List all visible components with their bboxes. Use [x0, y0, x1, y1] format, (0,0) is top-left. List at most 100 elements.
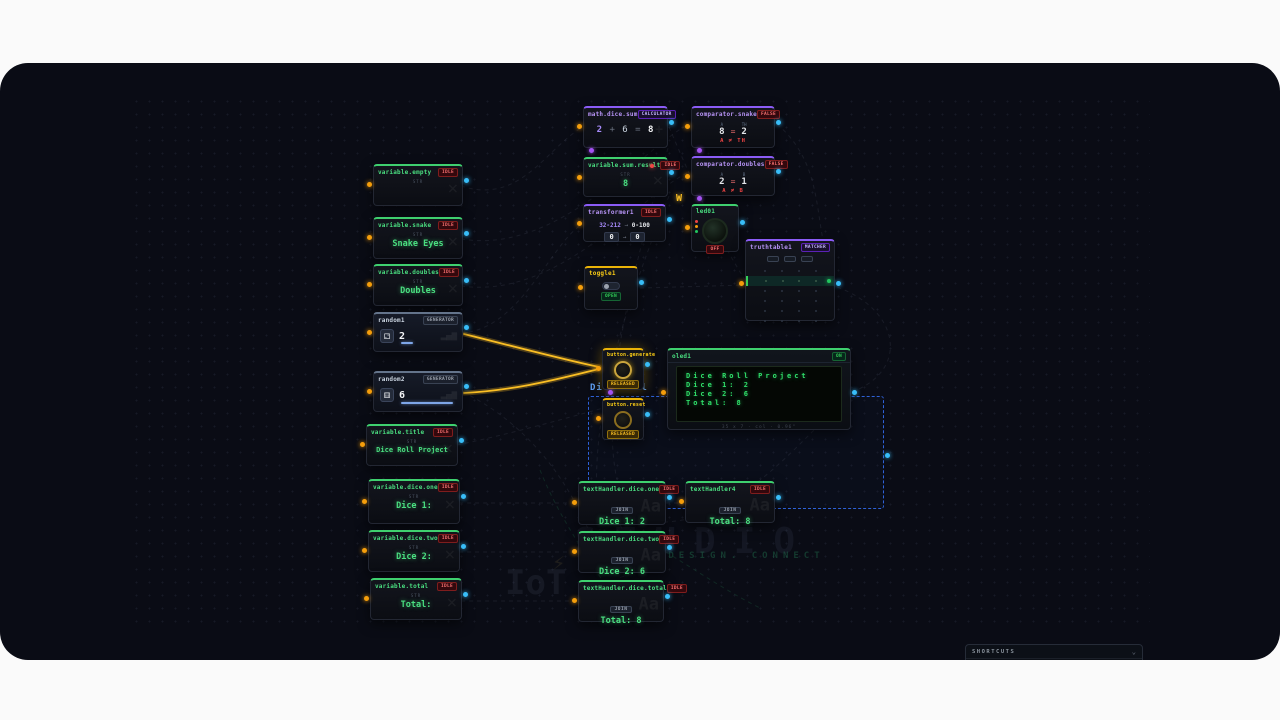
output-port[interactable]	[645, 411, 650, 417]
input-port[interactable]	[367, 329, 372, 335]
input-port[interactable]	[685, 124, 690, 130]
output-port[interactable]	[464, 177, 469, 183]
input-port[interactable]	[577, 124, 582, 130]
chevron-down-icon[interactable]: ⌄	[1131, 648, 1136, 656]
input-port[interactable]	[577, 220, 582, 226]
input-port[interactable]	[685, 224, 690, 230]
output-port[interactable]	[667, 216, 672, 222]
input-port[interactable]	[572, 500, 577, 506]
node-led01[interactable]: led01 OFF	[685, 204, 745, 254]
output-port[interactable]	[459, 437, 464, 443]
input-port[interactable]	[596, 416, 601, 422]
toggle-switch[interactable]	[602, 282, 620, 290]
input-port[interactable]	[367, 282, 372, 288]
output-port[interactable]	[776, 494, 781, 500]
variable-value: Dice 2:	[396, 552, 432, 562]
output-port[interactable]	[669, 170, 674, 176]
input-port[interactable]	[679, 499, 684, 505]
trigger-port[interactable]	[697, 148, 702, 153]
node-button-reset[interactable]: button.reset RELEASED	[596, 398, 650, 440]
type-label: STR	[408, 545, 420, 550]
output-port[interactable]	[740, 219, 745, 225]
output-port[interactable]	[776, 119, 781, 125]
trigger-port[interactable]	[608, 390, 613, 395]
input-port[interactable]	[739, 280, 744, 286]
group-output-port[interactable]	[885, 452, 890, 458]
output-port[interactable]	[461, 543, 466, 549]
output-port[interactable]	[461, 493, 466, 499]
trigger-port[interactable]	[697, 196, 702, 201]
input-port[interactable]	[367, 182, 372, 188]
variable-watermark-icon: ✕	[652, 169, 663, 190]
type-label: STR	[408, 494, 420, 499]
input-port[interactable]	[364, 596, 369, 602]
output-port[interactable]	[665, 593, 670, 599]
input-port[interactable]	[577, 174, 582, 180]
operand-a: 2	[596, 125, 604, 135]
output-port[interactable]	[639, 280, 644, 286]
output-port[interactable]	[836, 280, 841, 286]
status-badge: CALCULATOR	[637, 110, 676, 119]
text-value: Dice 1: 2	[598, 517, 646, 527]
input-port[interactable]	[367, 388, 372, 394]
output-port[interactable]	[464, 230, 469, 236]
push-button[interactable]	[614, 361, 632, 379]
output-port[interactable]	[667, 544, 672, 550]
input-port[interactable]	[367, 235, 372, 241]
output-port[interactable]	[852, 389, 857, 395]
output-port[interactable]	[776, 169, 781, 175]
output-port[interactable]	[464, 277, 469, 283]
status-badge: IDLE	[437, 534, 458, 543]
node-title: transformer1	[588, 209, 634, 216]
trigger-port[interactable]	[589, 148, 594, 153]
input-port[interactable]	[572, 549, 577, 555]
input-port[interactable]	[661, 389, 666, 395]
output-port[interactable]	[667, 495, 672, 501]
node-toggle1[interactable]: toggle1 OPEN	[578, 266, 644, 310]
input-port[interactable]	[362, 498, 367, 504]
value-a: 8	[719, 127, 725, 137]
input-port[interactable]	[572, 598, 577, 604]
node-title: textHandler.dice.one	[583, 486, 660, 493]
input-port[interactable]	[685, 173, 690, 179]
value-b: 2	[741, 127, 747, 137]
output-port[interactable]	[669, 119, 674, 125]
output-port[interactable]	[645, 361, 650, 367]
node-button-generate[interactable]: button.generate RELEASED	[596, 348, 655, 395]
output-port[interactable]	[464, 325, 469, 331]
variable-watermark-icon: ✕	[447, 277, 458, 298]
output-port[interactable]	[463, 591, 468, 597]
variable-value: 8	[622, 179, 629, 189]
watermark-iot: IoT	[505, 563, 567, 603]
status-badge: IDLE	[659, 485, 680, 494]
input-port[interactable]	[362, 548, 367, 554]
input-port[interactable]	[578, 285, 583, 291]
push-button[interactable]	[614, 411, 632, 429]
equals-sign: =	[635, 125, 642, 135]
input-port[interactable]	[360, 442, 365, 448]
die-icon: ⚁	[380, 329, 394, 343]
oled-spec-label: 35 x 7 · col · 0.96"	[721, 425, 797, 430]
node-title: truthtable1	[750, 244, 792, 251]
bolt-icon: ⚡	[552, 551, 566, 576]
